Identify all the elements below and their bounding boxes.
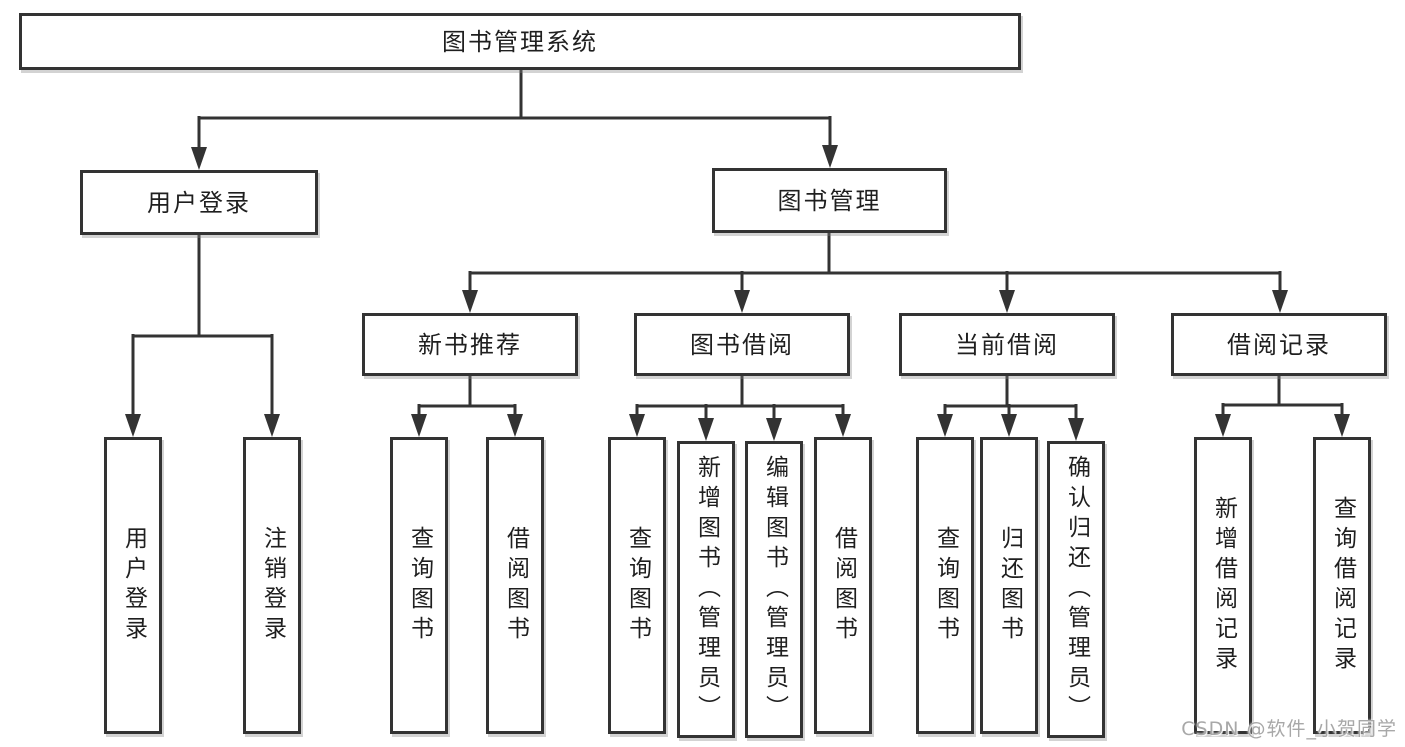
leaf-current-query-book-label: 查询图书 (932, 525, 959, 646)
leaf-logout: 注销登录 (243, 437, 301, 734)
branch-book-management: 图书管理 (712, 168, 947, 233)
leaf-borrow-query-book: 查询图书 (608, 437, 666, 734)
leaf-return-book: 归还图书 (980, 437, 1038, 734)
leaf-confirm-return-admin: 确认归还（管理员） (1047, 441, 1105, 738)
leaf-user-login-label: 用户登录 (120, 525, 147, 646)
branch-book-management-label: 图书管理 (777, 186, 882, 215)
group-borrow-records: 借阅记录 (1171, 313, 1387, 376)
branch-user-login-label: 用户登录 (147, 188, 251, 217)
leaf-edit-book-admin-label: 编辑图书（管理员） (761, 454, 788, 725)
leaf-query-borrow-record-label: 查询借阅记录 (1329, 495, 1356, 676)
leaf-user-login: 用户登录 (104, 437, 162, 734)
leaf-current-query-book: 查询图书 (916, 437, 974, 734)
leaf-logout-label: 注销登录 (259, 525, 286, 646)
group-book-borrow-label: 图书借阅 (690, 330, 794, 359)
leaf-add-book-admin-label: 新增图书（管理员） (693, 454, 720, 725)
leaf-recommend-borrow-book: 借阅图书 (486, 437, 544, 734)
leaf-return-book-label: 归还图书 (996, 525, 1023, 646)
group-borrow-records-label: 借阅记录 (1227, 330, 1331, 359)
leaf-edit-book-admin: 编辑图书（管理员） (745, 441, 803, 738)
leaf-add-borrow-record: 新增借阅记录 (1194, 437, 1252, 734)
leaf-borrow-query-book-label: 查询图书 (624, 525, 651, 646)
group-current-borrow: 当前借阅 (899, 313, 1115, 376)
root-node-label: 图书管理系统 (442, 27, 598, 56)
group-book-borrow: 图书借阅 (634, 313, 850, 376)
arrowheads (125, 145, 1350, 441)
leaf-add-book-admin: 新增图书（管理员） (677, 441, 735, 738)
group-new-book-recommend: 新书推荐 (362, 313, 578, 376)
leaf-add-borrow-record-label: 新增借阅记录 (1210, 495, 1237, 676)
csdn-watermark: CSDN @软件_小贺同学 (1181, 718, 1397, 740)
group-new-book-recommend-label: 新书推荐 (418, 330, 522, 359)
leaf-borrow-book: 借阅图书 (814, 437, 872, 734)
leaf-recommend-query-book-label: 查询图书 (406, 525, 433, 646)
leaf-borrow-book-label: 借阅图书 (830, 525, 857, 646)
leaf-query-borrow-record: 查询借阅记录 (1313, 437, 1371, 734)
group-current-borrow-label: 当前借阅 (955, 330, 1059, 359)
leaf-confirm-return-admin-label: 确认归还（管理员） (1063, 454, 1090, 725)
root-node: 图书管理系统 (19, 13, 1021, 70)
leaf-recommend-query-book: 查询图书 (390, 437, 448, 734)
leaf-recommend-borrow-book-label: 借阅图书 (502, 525, 529, 646)
branch-user-login: 用户登录 (80, 170, 318, 235)
